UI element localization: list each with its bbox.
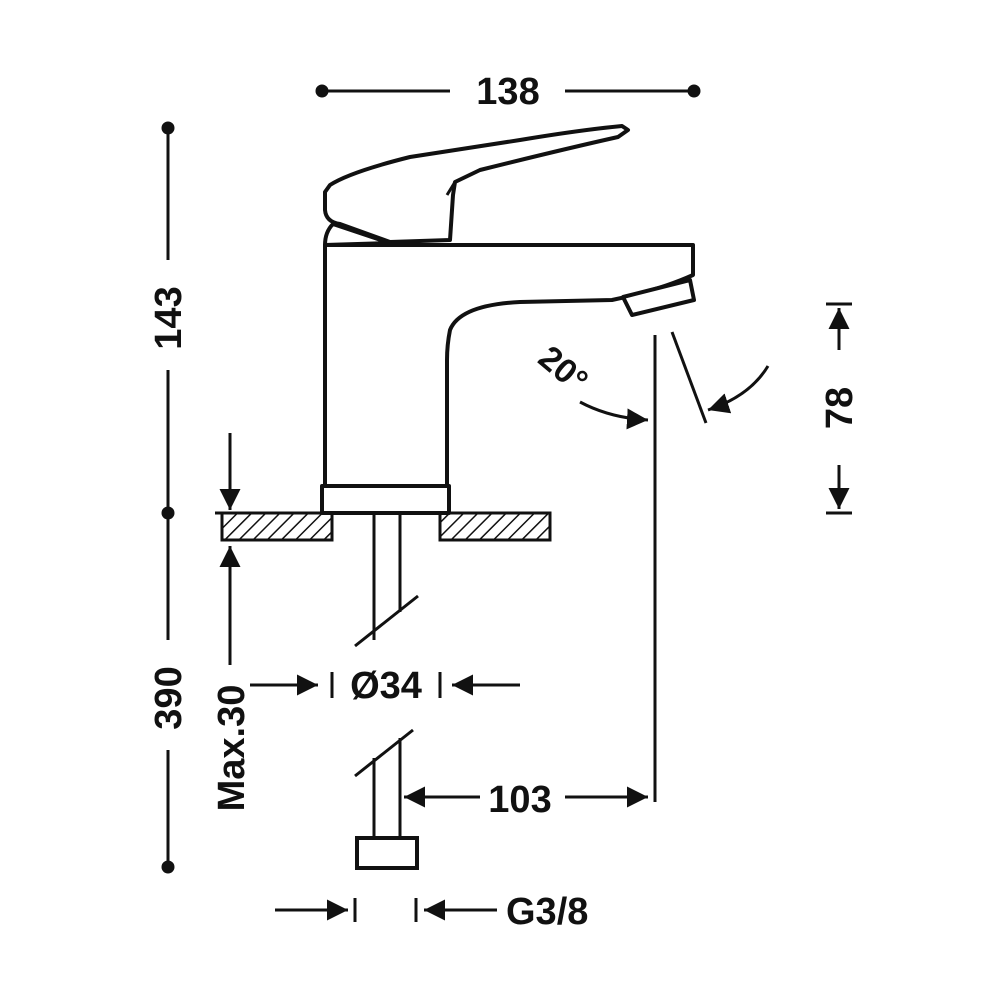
- dim-reach: [404, 335, 657, 808]
- supply-pipes: [354, 513, 419, 870]
- base-ring: [320, 484, 451, 515]
- faucet-body: [320, 124, 696, 515]
- spout-body: [323, 243, 695, 488]
- countertop-right: [438, 511, 552, 542]
- dim-mount-thickness-label: Max.30: [211, 685, 253, 812]
- dim-height-label: 143: [148, 286, 190, 349]
- dim-length-label: 390: [148, 666, 190, 729]
- dim-hole-diameter: [250, 672, 520, 698]
- dim-reach-label: 103: [488, 779, 551, 821]
- dim-spout-angle: [579, 331, 770, 430]
- dim-width: [315, 84, 701, 98]
- aerator: [621, 278, 696, 317]
- lever-handle: [323, 124, 630, 244]
- dim-width-label: 138: [476, 71, 539, 113]
- countertop-left: [220, 511, 334, 542]
- dim-thread-label: G3/8: [506, 891, 588, 933]
- pipe-nut: [355, 836, 419, 870]
- dim-spout-height-label: 78: [819, 387, 861, 429]
- dim-spout-height: [826, 302, 852, 515]
- dim-heights: [161, 121, 175, 874]
- dim-mount-thickness: [215, 433, 241, 665]
- dim-thread: [275, 898, 497, 922]
- dim-hole-diameter-label: Ø34: [350, 665, 422, 707]
- dim-spout-angle-label: 20°: [531, 338, 595, 400]
- countertop: [220, 511, 552, 542]
